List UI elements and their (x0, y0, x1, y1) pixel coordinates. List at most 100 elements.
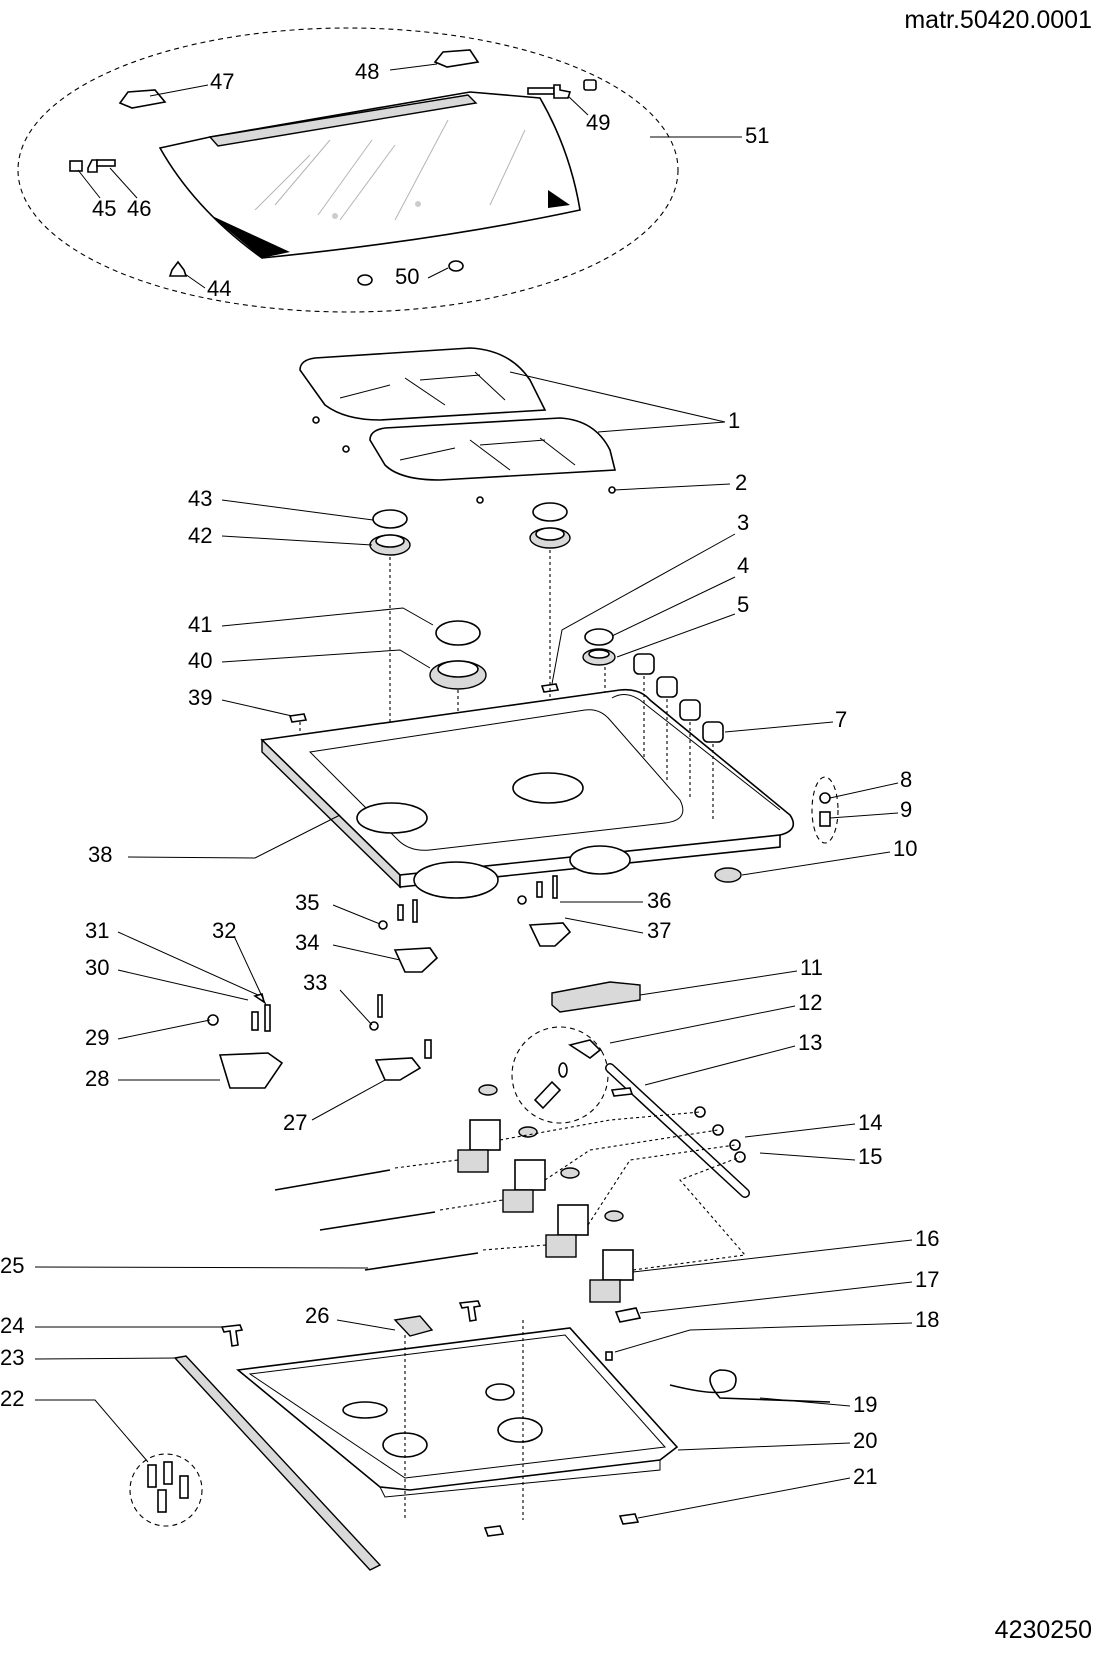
leader-line (34, 1357, 179, 1360)
fixing-bracket-24[interactable] (220, 1324, 244, 1347)
callout-2: 2 (613, 470, 747, 495)
callout-17: 17 (639, 1267, 939, 1314)
callout-45: 45 (77, 169, 116, 221)
control-knob[interactable] (702, 721, 724, 743)
hinge-cap-right[interactable] (583, 79, 597, 91)
callout-number: 2 (735, 470, 747, 495)
control-knob[interactable] (656, 676, 678, 698)
callout-13: 13 (644, 1030, 822, 1086)
rubber-foot[interactable] (312, 416, 320, 424)
gas-manifold[interactable] (605, 1063, 750, 1198)
hob-top-panel[interactable] (260, 688, 795, 899)
leader-line (332, 944, 401, 961)
elbow-fitting[interactable] (568, 1039, 602, 1059)
callout-51: 51 (650, 123, 769, 148)
callout-29: 29 (85, 1019, 211, 1050)
glass-lid-group (17, 27, 679, 313)
callout-7: 7 (724, 707, 847, 733)
manifold-clamp[interactable] (694, 1106, 706, 1118)
callout-16: 16 (632, 1226, 939, 1273)
rubber-stop-2[interactable] (448, 260, 464, 272)
lid-buffer[interactable] (168, 260, 188, 277)
hinge-right[interactable] (553, 84, 572, 99)
leader-line (336, 1319, 396, 1331)
pan-support-rear[interactable] (299, 347, 547, 421)
burner-cup-medium-2[interactable] (528, 922, 572, 947)
burner-cup-small[interactable] (374, 1057, 422, 1081)
burner-cap-medium-2[interactable] (532, 502, 568, 522)
seal[interactable] (558, 1062, 568, 1078)
clip[interactable] (147, 1464, 157, 1488)
hinge-cover-left[interactable] (118, 89, 167, 109)
rubber-foot[interactable] (476, 496, 484, 504)
fixing-bracket-21b[interactable] (618, 1513, 640, 1525)
terminal-block[interactable] (393, 1315, 434, 1337)
inlet-fitting[interactable] (533, 1080, 562, 1110)
hinge-cap-left[interactable] (69, 160, 83, 172)
burner-cap-small[interactable] (584, 628, 614, 646)
injector[interactable] (517, 895, 527, 905)
leader-line (509, 371, 726, 423)
injector[interactable] (369, 1021, 379, 1031)
spark-electrode[interactable] (264, 1004, 271, 1032)
leader-line (427, 267, 449, 279)
callout-number: 1 (728, 408, 740, 433)
thermocouple[interactable] (274, 1169, 391, 1191)
fixing-bracket-21[interactable] (483, 1525, 505, 1537)
seal-strip[interactable] (173, 1355, 382, 1571)
leader-line (564, 917, 644, 934)
base-tray[interactable] (236, 1327, 679, 1498)
callout-number: 18 (915, 1307, 939, 1332)
thermocouple[interactable] (364, 1252, 479, 1271)
manifold-clamp[interactable] (729, 1139, 741, 1151)
leader-line (613, 483, 731, 491)
bracket-17[interactable] (614, 1307, 642, 1323)
gas-valve[interactable] (545, 1167, 589, 1258)
pan-supports (299, 347, 617, 504)
clip-39[interactable] (288, 713, 308, 723)
control-knob[interactable] (679, 699, 701, 721)
manifold-clamp[interactable] (712, 1124, 724, 1136)
clip[interactable] (163, 1461, 173, 1485)
burner-cup-medium[interactable] (393, 947, 439, 973)
leader-line (109, 167, 138, 199)
burner-cap-medium[interactable] (372, 509, 408, 529)
ignition-button-spring[interactable] (819, 811, 831, 827)
grommet[interactable] (714, 867, 742, 883)
callout-number: 22 (0, 1386, 24, 1411)
callout-8: 8 (829, 767, 912, 799)
leader-line (677, 1442, 851, 1451)
leader-line (233, 935, 267, 1006)
pan-support-front[interactable] (369, 417, 617, 481)
gas-valve[interactable] (502, 1126, 546, 1213)
callout-30: 30 (85, 955, 249, 1001)
clip-set-group (129, 1453, 203, 1527)
leader-line (117, 1019, 211, 1040)
leader-line (639, 1281, 913, 1314)
callout-number: 39 (188, 685, 212, 710)
material-number: matr.50420.0001 (904, 6, 1092, 34)
control-knob[interactable] (633, 653, 655, 675)
gas-valve[interactable] (589, 1210, 634, 1303)
ignition-button[interactable] (819, 792, 831, 804)
ignition-cable[interactable] (669, 1369, 831, 1403)
ignition-generator[interactable] (551, 981, 641, 1013)
clip[interactable] (179, 1475, 189, 1499)
hinge-cover-right[interactable] (433, 49, 480, 68)
cable-clamp[interactable] (605, 1351, 613, 1361)
burner-cup-large[interactable] (218, 1052, 284, 1089)
rubber-stop-1[interactable] (357, 274, 373, 286)
clip[interactable] (157, 1489, 167, 1513)
callout-number: 28 (85, 1066, 109, 1091)
thermocouple-probe[interactable] (251, 1011, 259, 1031)
callout-11: 11 (639, 955, 823, 996)
gas-valve[interactable] (457, 1084, 501, 1173)
burner-cap-large[interactable] (435, 620, 481, 646)
fixing-bracket[interactable] (458, 1300, 482, 1322)
rubber-foot[interactable] (342, 445, 350, 453)
thermocouple[interactable] (319, 1211, 436, 1231)
injector[interactable] (378, 920, 388, 930)
hinge-left[interactable] (87, 159, 98, 173)
lid-group-boundary (17, 27, 679, 313)
leader-line (117, 931, 259, 996)
